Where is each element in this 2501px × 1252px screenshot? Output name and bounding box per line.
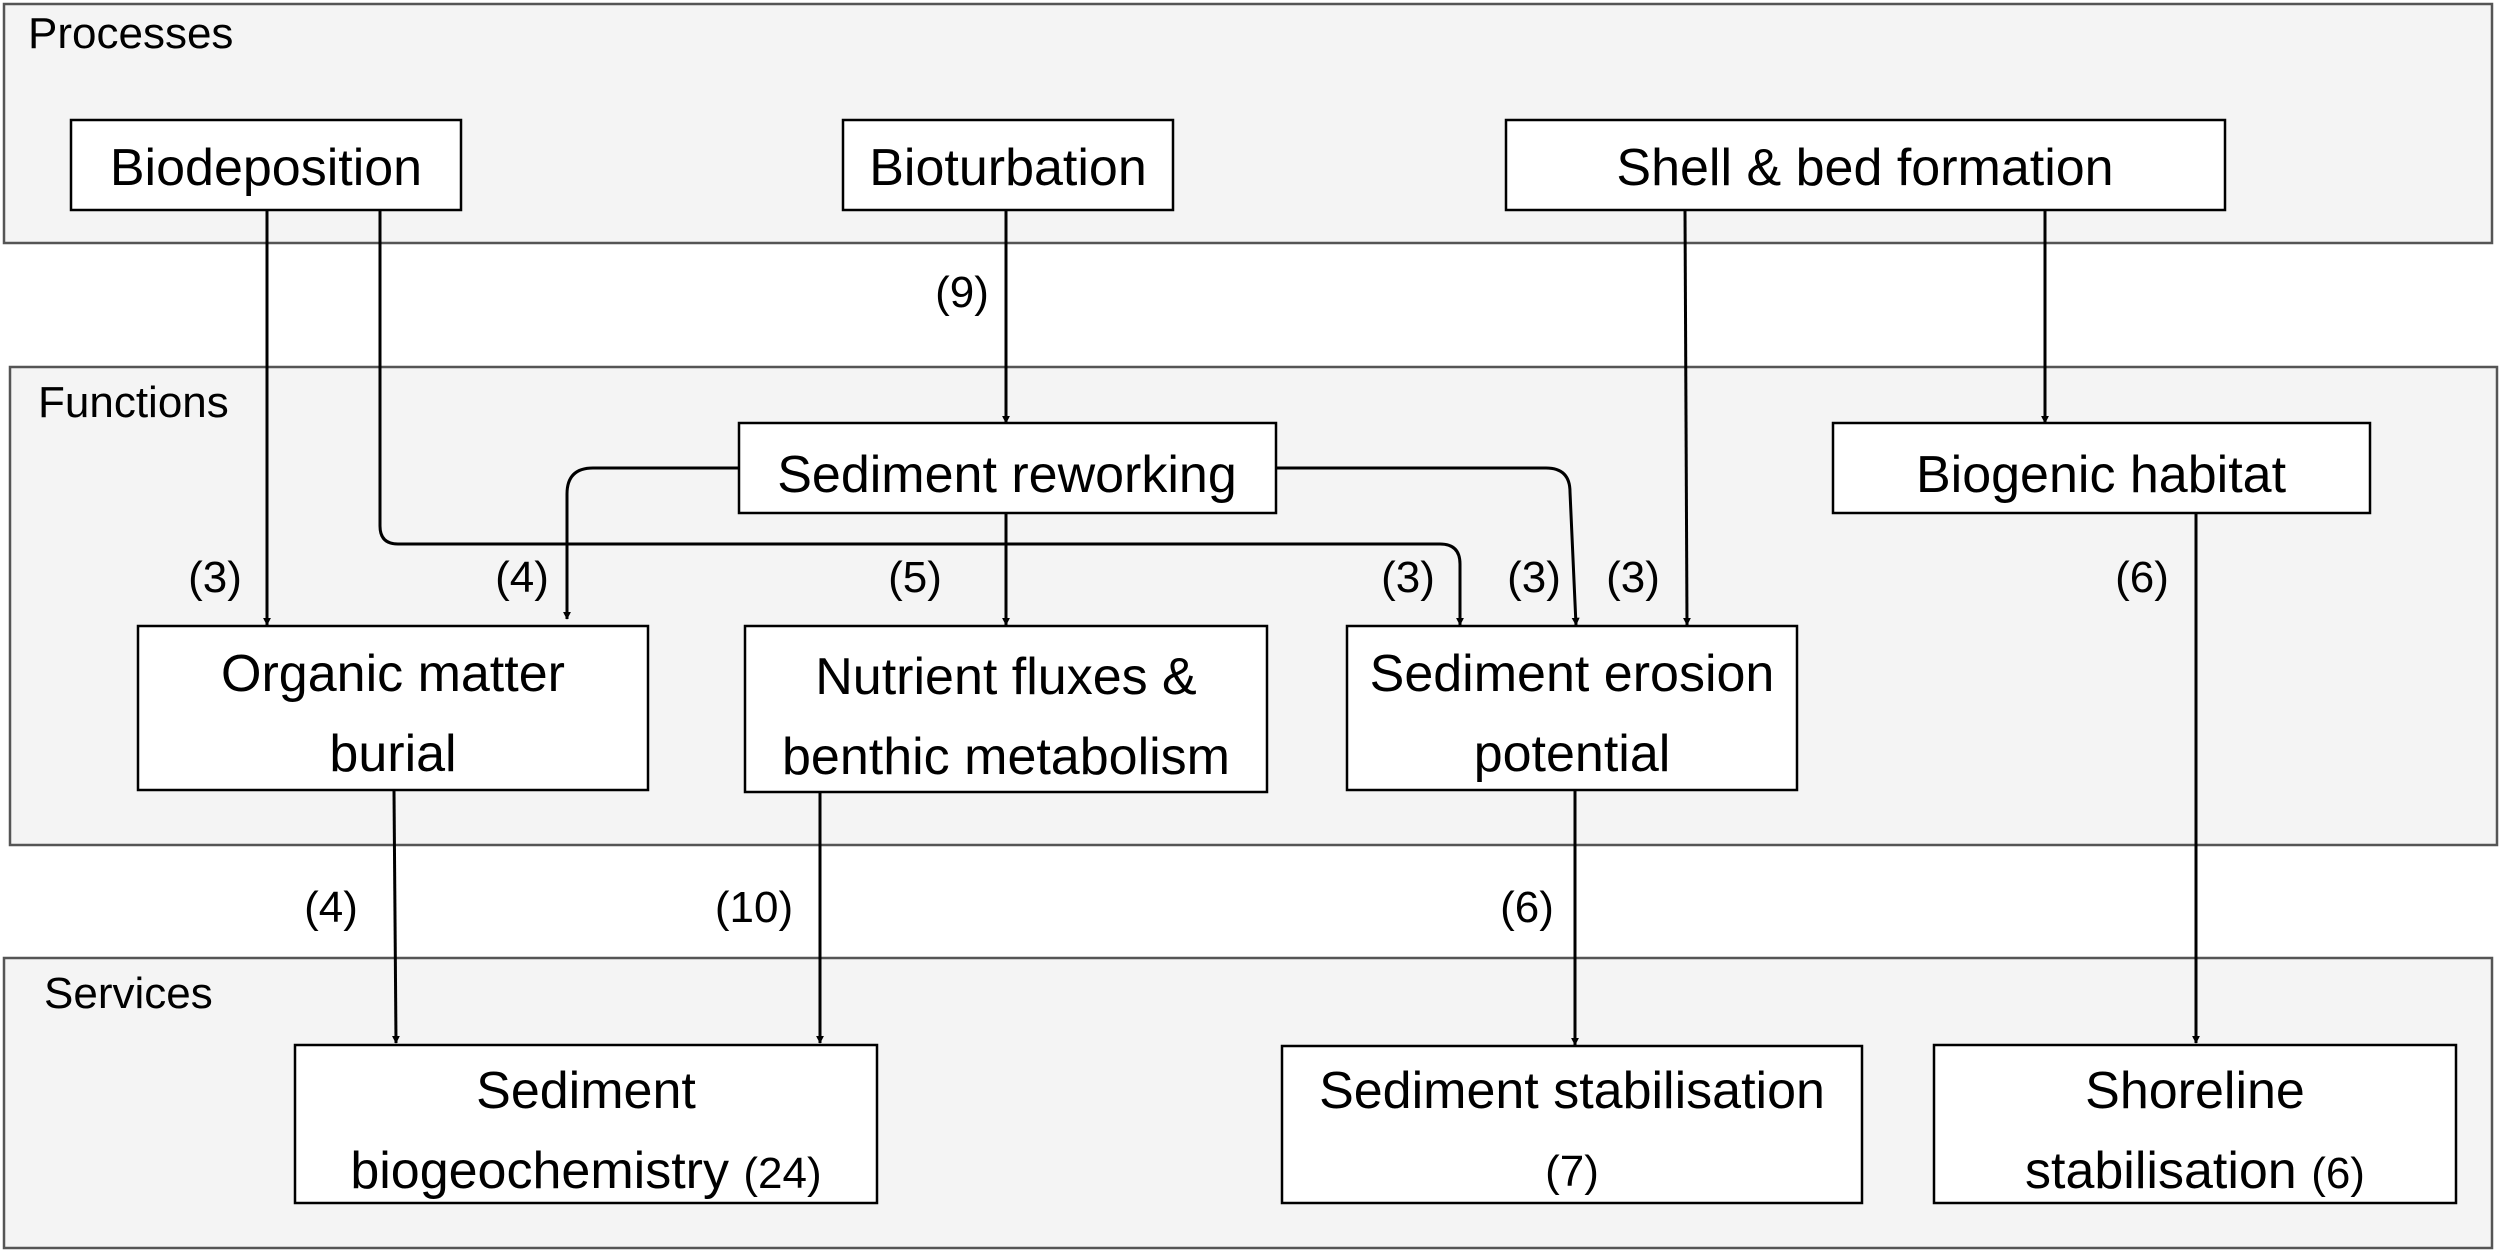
node-organic-matter-burial: Organic matter burial (136, 624, 650, 792)
node-nutrient-fluxes: Nutrient fluxes & benthic metabolism (743, 624, 1269, 794)
node-sediment-erosion-potential-line1: Sediment erosion (1370, 645, 1775, 703)
node-biodeposition: Biodeposition (69, 118, 463, 212)
node-shoreline-stabilisation-line2: stabilisation (6) (2025, 1142, 2365, 1200)
edge-label-burial-biogeochemistry: (4) (304, 883, 358, 932)
edge-label-biodeposition-burial: (3) (188, 553, 242, 602)
node-sediment-stabilisation: Sediment stabilisation (7) (1280, 1044, 1864, 1205)
edge-labels: (9) (3) (4) (5) (3) (3) (3) (6) (4) (10)… (188, 268, 2169, 932)
edge-reworking-to-burial (563, 466, 739, 620)
node-shoreline-stabilisation-line2-text: stabilisation (2025, 1142, 2297, 1200)
node-shoreline-stabilisation-line1: Shoreline (2085, 1062, 2305, 1120)
node-organic-matter-burial-line1: Organic matter (221, 645, 565, 703)
edge-label-shell-erosion: (3) (1606, 553, 1660, 602)
node-sediment-reworking-label: Sediment reworking (777, 446, 1237, 504)
node-sediment-stabilisation-line1: Sediment stabilisation (1319, 1062, 1825, 1120)
node-sediment-erosion-potential: Sediment erosion potential (1345, 624, 1799, 792)
processes-section-label: Processes (28, 9, 233, 58)
edge-label-habitat-shoreline: (6) (2115, 553, 2169, 602)
node-sediment-biogeochemistry-line1: Sediment (476, 1062, 696, 1120)
node-shoreline-stabilisation-count: (6) (2311, 1149, 2365, 1198)
edge-biodeposition-to-erosion (378, 211, 1464, 626)
node-shell-bed-formation: Shell & bed formation (1504, 118, 2227, 212)
edge-reworking-to-erosion (1276, 466, 1580, 626)
node-biodeposition-label: Biodeposition (110, 139, 422, 197)
node-bioturbation-label: Bioturbation (869, 139, 1147, 197)
edge-label-biodeposition-erosion: (3) (1381, 553, 1435, 602)
node-sediment-biogeochemistry-count: (24) (743, 1149, 821, 1198)
node-bioturbation: Bioturbation (841, 118, 1175, 212)
edge-label-nutrient-biogeochemistry: (10) (715, 883, 793, 932)
node-nutrient-fluxes-line1: Nutrient fluxes & (815, 648, 1197, 706)
edge-label-reworking-burial: (4) (495, 553, 549, 602)
edge-burial-to-biogeochemistry (391, 790, 400, 1044)
node-sediment-reworking: Sediment reworking (737, 421, 1278, 515)
edge-label-erosion-stabilisation: (6) (1500, 883, 1554, 932)
node-shell-bed-formation-label: Shell & bed formation (1616, 139, 2113, 197)
edges (263, 210, 2200, 1046)
node-sediment-biogeochemistry-line2-text: biogeochemistry (350, 1142, 729, 1200)
edge-label-bioturbation-reworking: (9) (935, 268, 989, 317)
node-sediment-erosion-potential-line2: potential (1474, 725, 1671, 783)
services-section-label: Services (44, 969, 213, 1018)
edge-label-reworking-erosion: (3) (1507, 553, 1561, 602)
node-shoreline-stabilisation: Shoreline stabilisation (6) (1932, 1043, 2458, 1205)
node-sediment-biogeochemistry: Sediment biogeochemistry (24) (293, 1043, 879, 1205)
edge-shell-to-erosion (1682, 210, 1691, 626)
node-organic-matter-burial-line2: burial (329, 725, 456, 783)
edge-label-reworking-nutrient: (5) (888, 553, 942, 602)
functions-section-label: Functions (38, 378, 229, 427)
node-nutrient-fluxes-line2: benthic metabolism (782, 728, 1230, 786)
node-sediment-biogeochemistry-line2: biogeochemistry (24) (350, 1142, 821, 1200)
node-biogenic-habitat: Biogenic habitat (1831, 421, 2372, 515)
node-biogenic-habitat-label: Biogenic habitat (1916, 446, 2287, 504)
node-sediment-stabilisation-line2: (7) (1545, 1147, 1599, 1196)
